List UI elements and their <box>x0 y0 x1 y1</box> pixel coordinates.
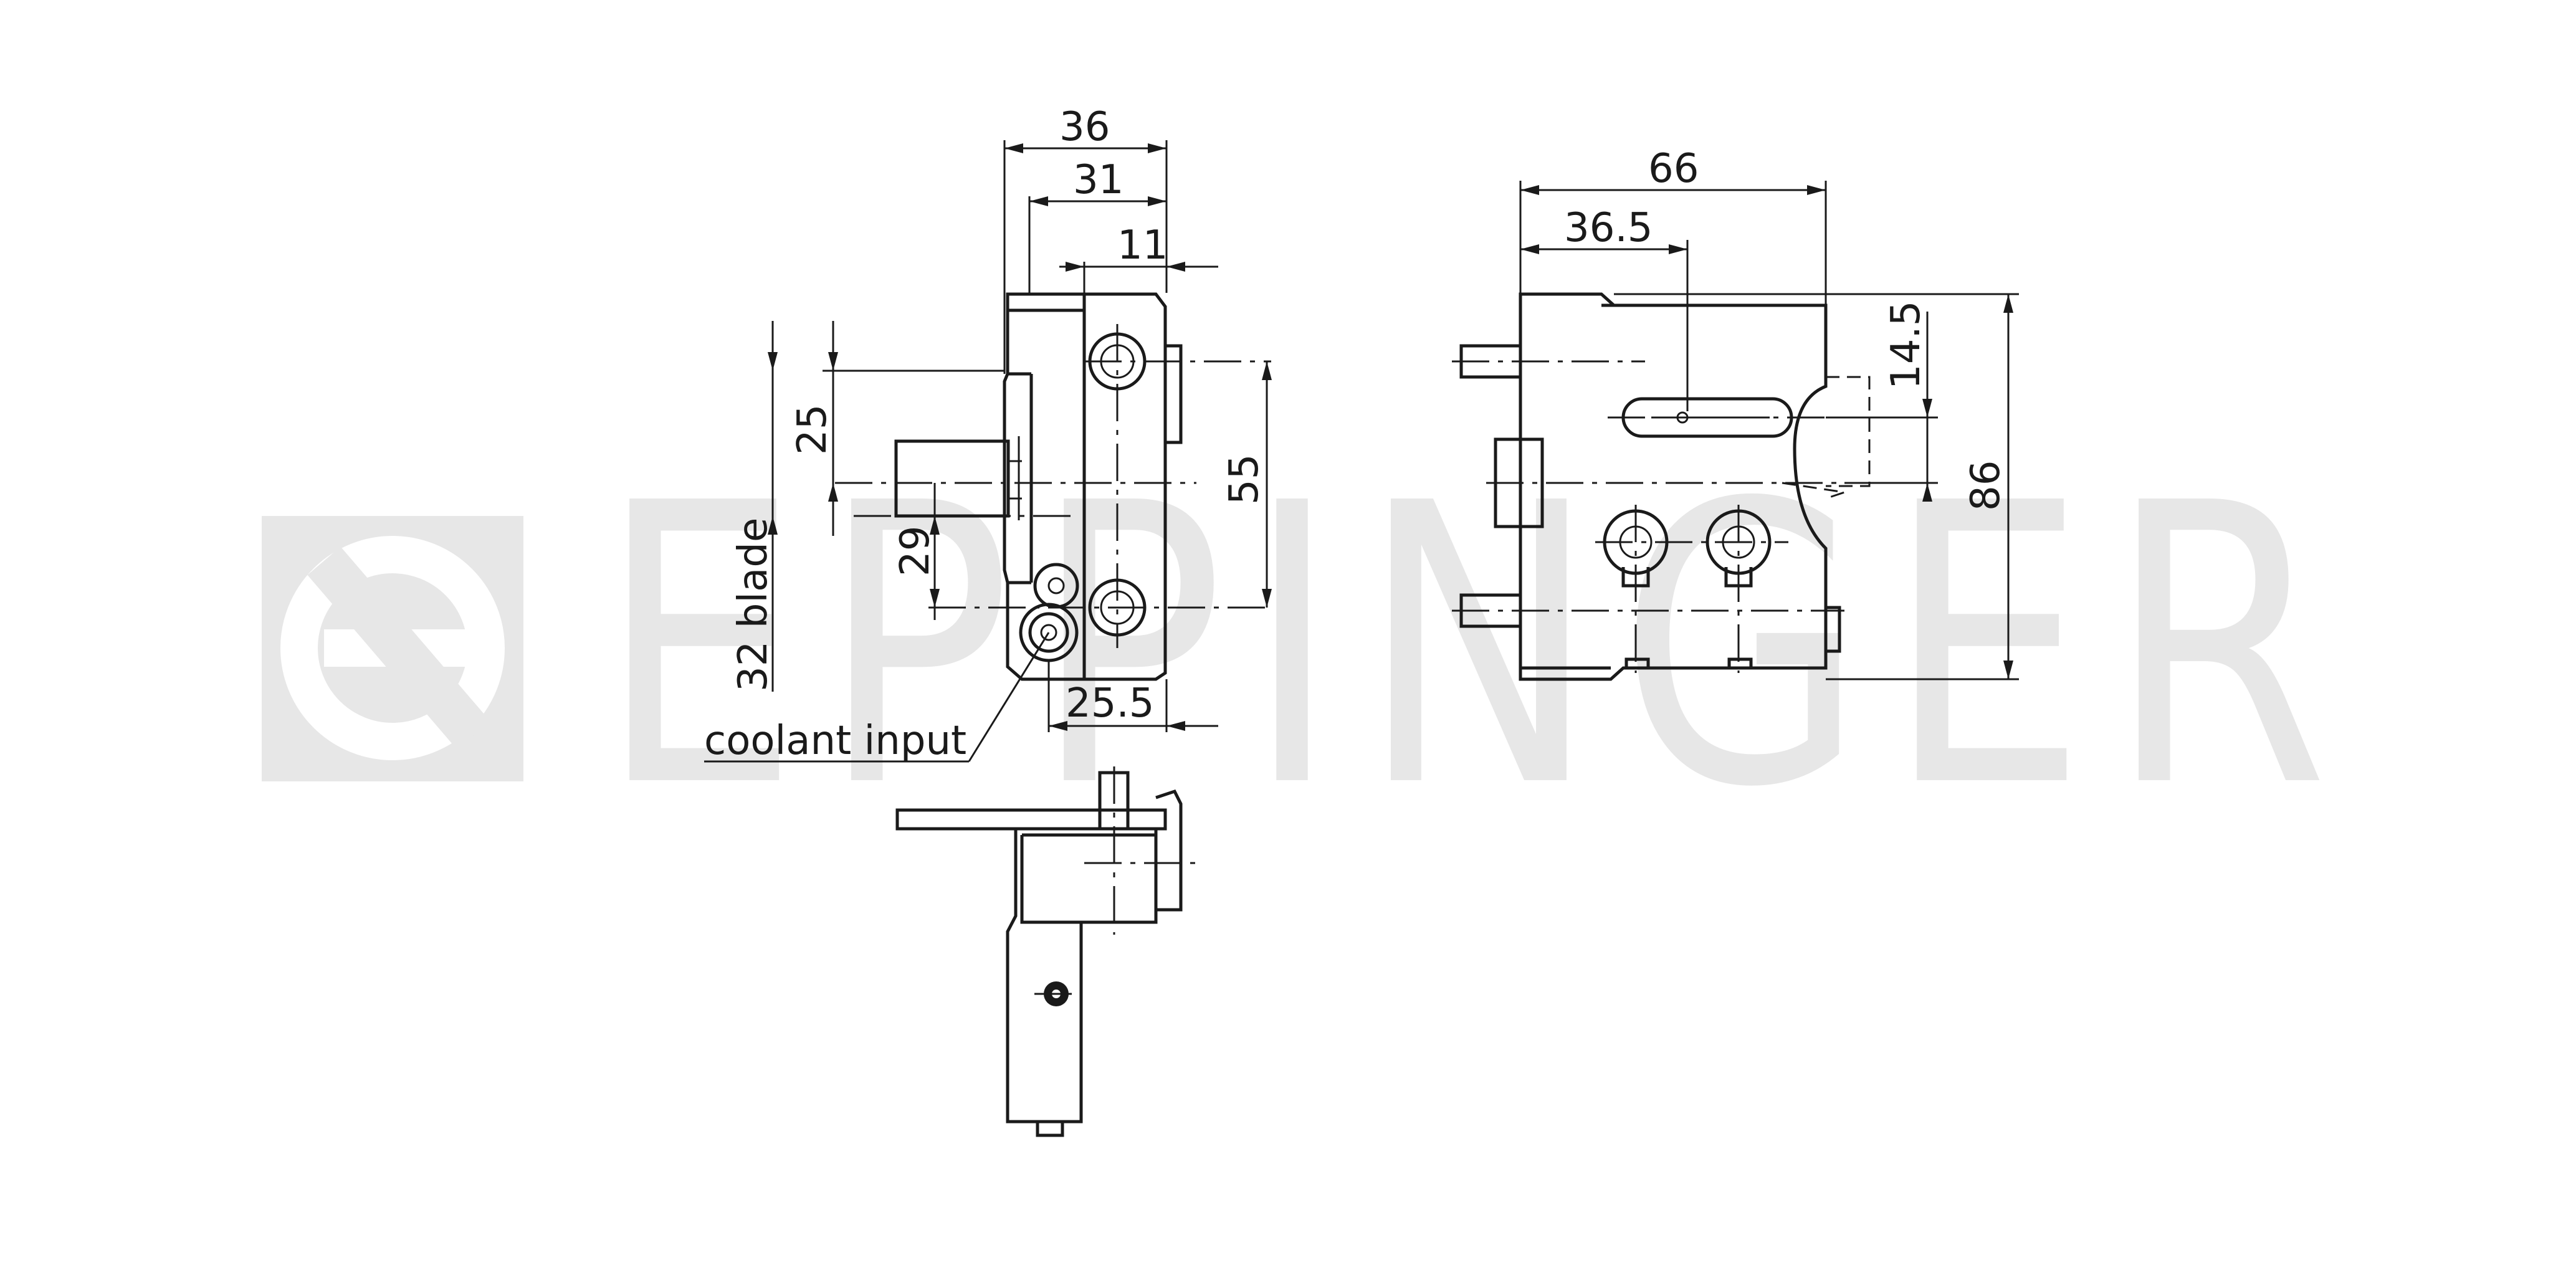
dim-32-blade: 32 blade <box>730 518 776 692</box>
dim-25-5: 25.5 <box>1066 680 1155 727</box>
dim-55: 55 <box>1221 454 1267 505</box>
side-body-outline <box>1519 292 1828 681</box>
front-view <box>835 292 1271 681</box>
dim-36: 36 <box>1059 104 1110 150</box>
dim-86: 86 <box>1963 460 2009 511</box>
front-right-lug <box>1165 344 1183 444</box>
side-dimensions: 66 36.5 14.5 86 <box>1519 146 2019 680</box>
front-dimensions: 36 31 11 25 32 blade 29 55 <box>704 104 1272 764</box>
bottom-foot <box>1036 1120 1064 1137</box>
side-hidden-lines <box>1826 376 1871 487</box>
bottom-right-lug <box>1155 789 1183 912</box>
watermark: EPPINGER <box>262 422 2349 872</box>
side-right-lug <box>1824 606 1841 653</box>
dim-66: 66 <box>1648 146 1699 192</box>
bottom-view <box>895 766 1200 1137</box>
blade-stub-inner <box>1008 436 1022 520</box>
front-body-outline <box>1003 292 1167 681</box>
dim-31: 31 <box>1073 157 1123 203</box>
dim-29: 29 <box>892 526 938 576</box>
dim-11: 11 <box>1117 222 1168 269</box>
blade-stub <box>894 439 1010 518</box>
front-inner-step <box>1008 308 1084 584</box>
dim-36-5: 36.5 <box>1564 205 1653 251</box>
bottom-body <box>1006 827 1158 1123</box>
dim-14-5: 14.5 <box>1883 301 1929 390</box>
watermark-logo-icon <box>280 536 505 760</box>
dim-25: 25 <box>789 404 836 455</box>
watermark-brand: EPPINGER <box>598 422 2349 872</box>
bottom-inner <box>1020 833 1156 924</box>
coolant-input-label: coolant input <box>704 718 966 764</box>
front-plate <box>1082 292 1156 679</box>
bottom-plate-top <box>895 808 1167 831</box>
